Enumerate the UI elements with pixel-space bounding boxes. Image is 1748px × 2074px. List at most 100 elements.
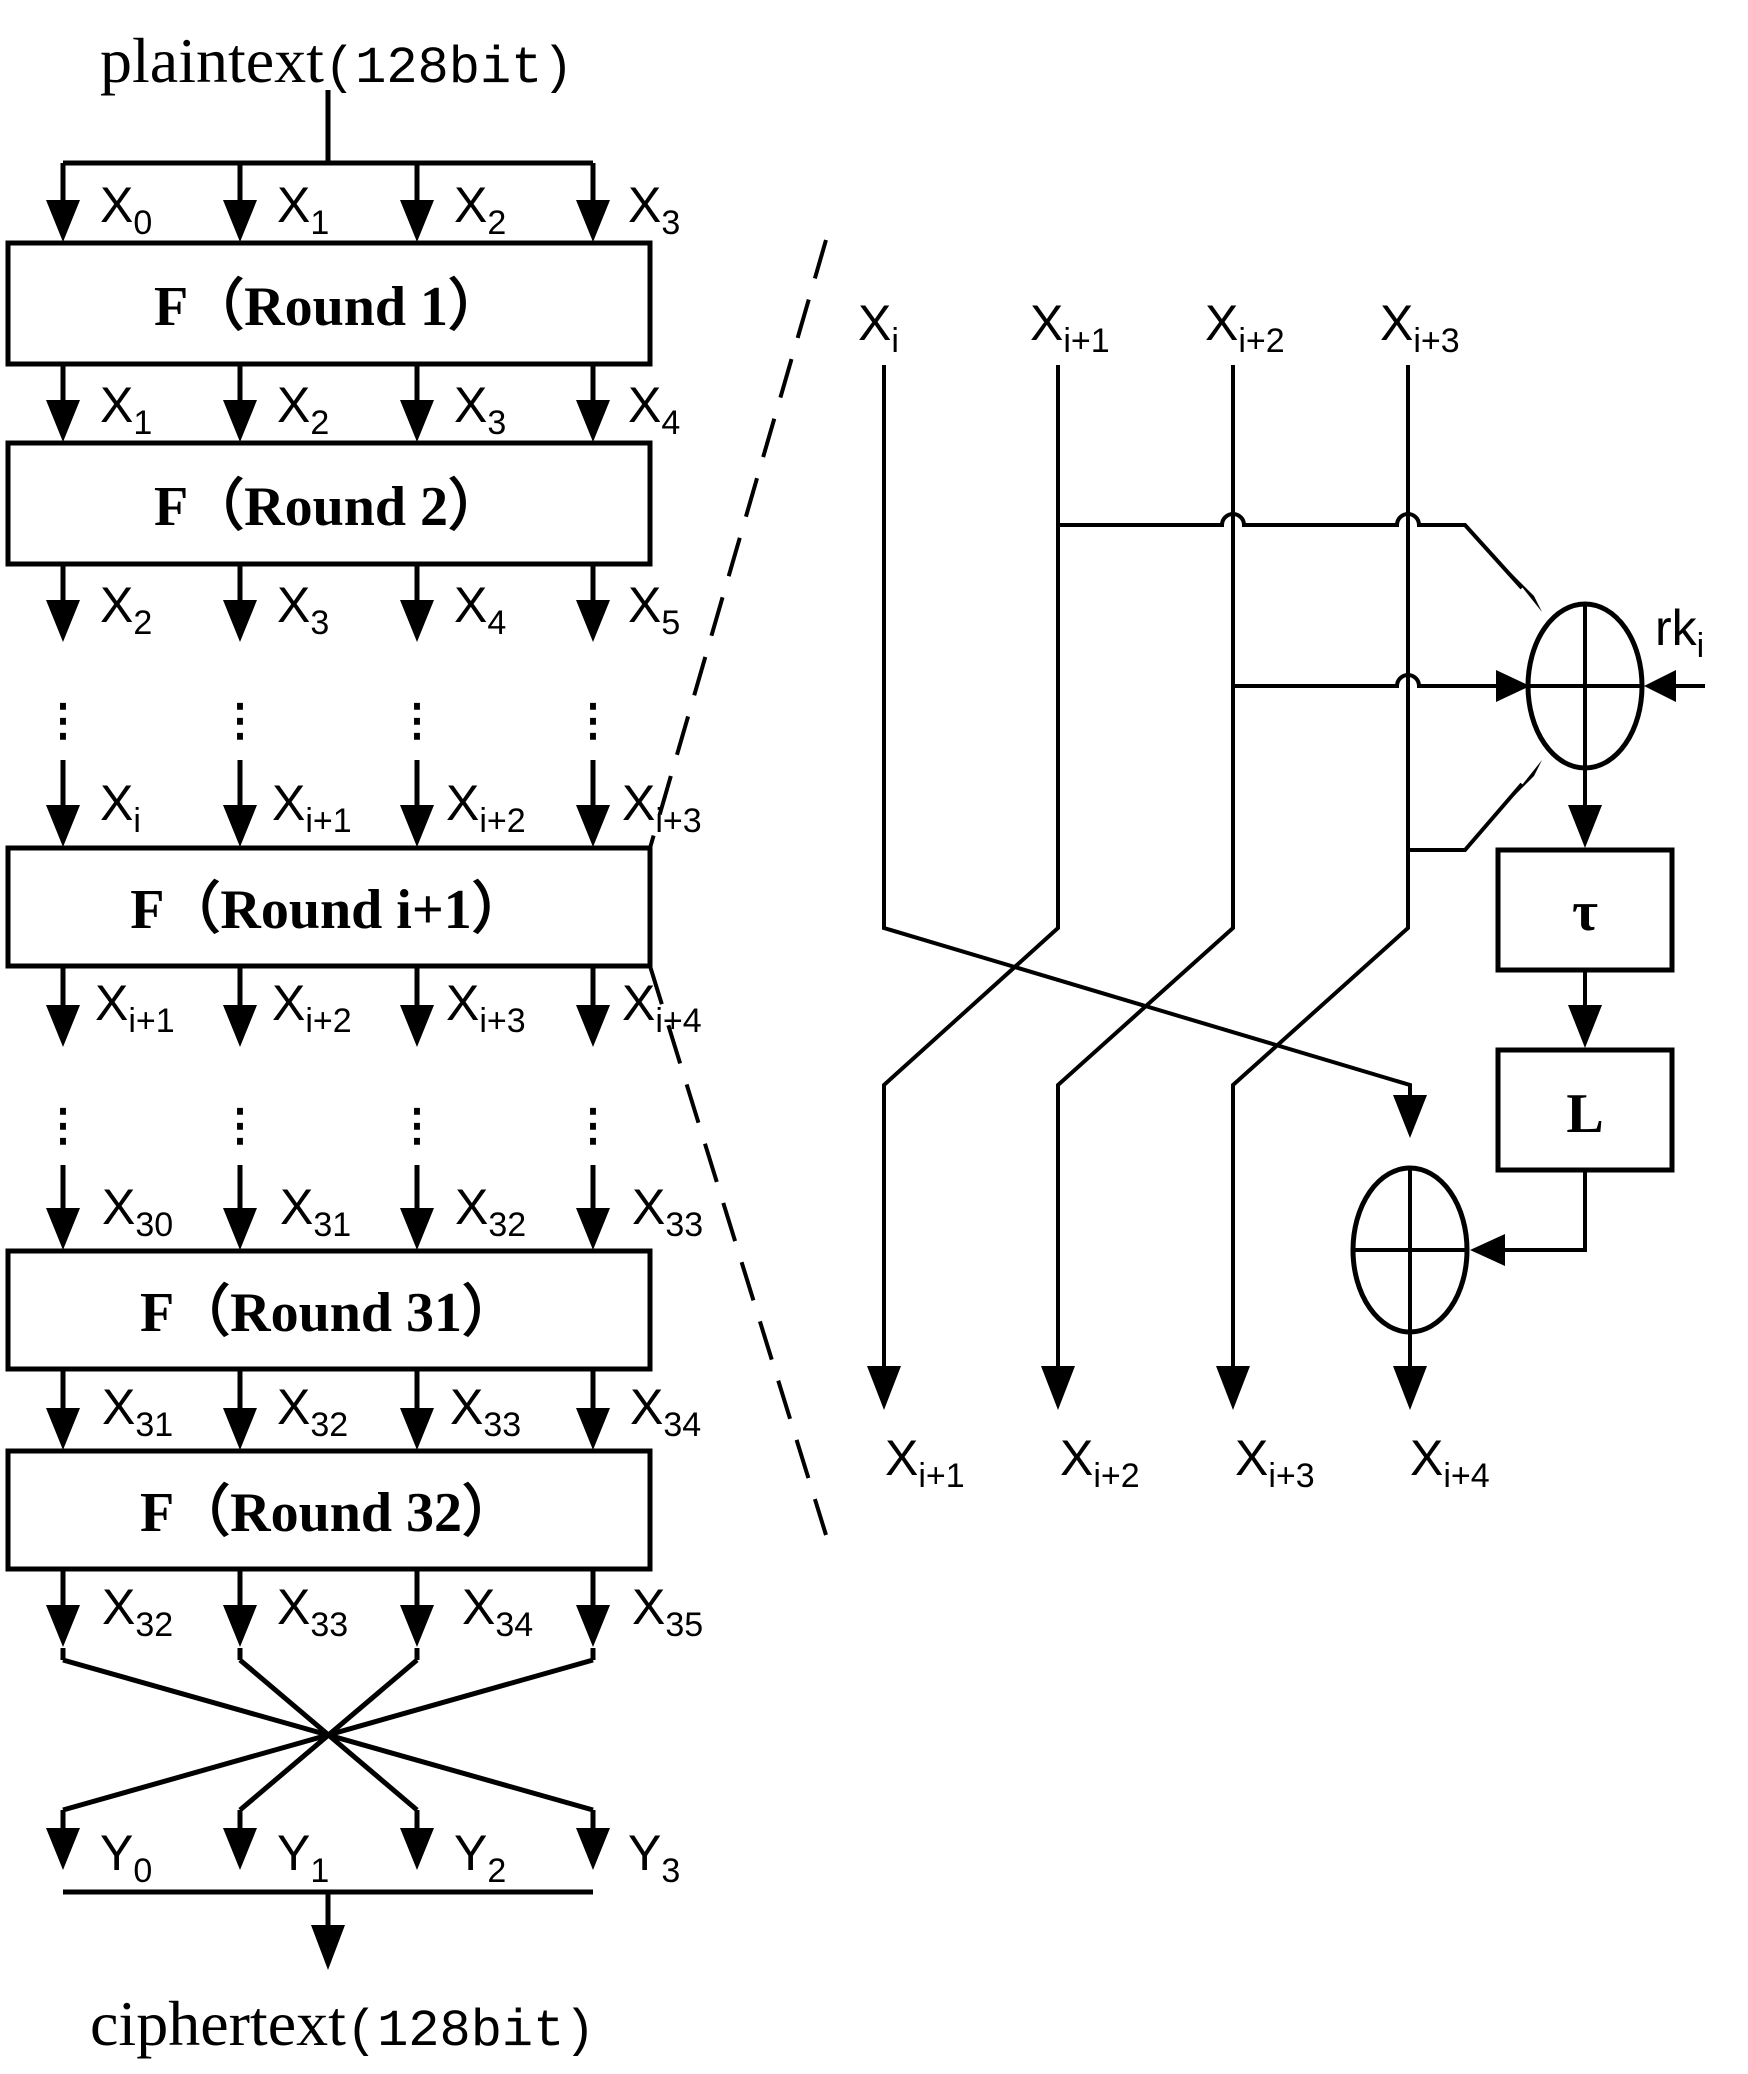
x-label: X31 xyxy=(280,1179,351,1244)
label-row-5: X30 X31 X32 X33 xyxy=(102,1179,703,1244)
ciphertext-arrow xyxy=(311,1925,345,1970)
tau-box xyxy=(1495,847,1675,973)
detail-top-label: Xi xyxy=(858,295,899,360)
x-label: X2 xyxy=(277,377,329,442)
zoom-dash-upper xyxy=(648,239,828,849)
round-1-box xyxy=(5,240,653,367)
svg-text:⋮: ⋮ xyxy=(218,696,262,745)
label-row-0: X0 X1 X2 X3 xyxy=(100,177,680,242)
xor-to-tau-arrow xyxy=(1568,805,1602,848)
y-label: Y3 xyxy=(628,1825,680,1890)
tau-label: τ xyxy=(1572,881,1598,943)
xor-output-arrow xyxy=(1393,1366,1427,1410)
round-32-box xyxy=(5,1448,653,1572)
round-i-output-arrows xyxy=(46,966,610,1047)
x-label: X1 xyxy=(100,377,152,442)
x-label: X30 xyxy=(102,1179,173,1244)
svg-text:⋮: ⋮ xyxy=(41,696,85,745)
detail-bottom-label: Xi+1 xyxy=(885,1430,965,1495)
svg-text:⋮: ⋮ xyxy=(218,1101,262,1150)
x-label: Xi+4 xyxy=(622,975,702,1040)
detail-bottom-label: Xi+3 xyxy=(1235,1430,1315,1495)
x-label: X31 xyxy=(102,1379,173,1444)
round-1-label: F（Round 1） xyxy=(154,275,504,338)
detail-bottom-label: Xi+2 xyxy=(1060,1430,1140,1495)
pre-round-31-arrows xyxy=(46,1165,610,1250)
label-row-3: Xi Xi+1 Xi+2 Xi+3 xyxy=(100,775,702,840)
x-label: X33 xyxy=(450,1379,521,1444)
reverse-permutation-cross xyxy=(46,1648,610,1870)
y-label: Y0 xyxy=(100,1825,152,1890)
label-row-1: X1 X2 X3 X4 xyxy=(100,377,680,442)
l-to-xor-wire xyxy=(1498,1170,1587,1252)
x-label: X4 xyxy=(628,377,680,442)
x-label: X35 xyxy=(632,1579,703,1644)
x-label: Xi+1 xyxy=(272,775,352,840)
round-32-output-arrows xyxy=(46,1569,610,1647)
detail-branch-taps xyxy=(1058,512,1542,852)
round-2-label: F（Round 2） xyxy=(154,475,504,538)
x-label: X3 xyxy=(628,177,680,242)
x-label: Xi+1 xyxy=(95,975,175,1040)
x-label: X4 xyxy=(454,577,506,642)
round-31-box xyxy=(5,1248,653,1372)
svg-text:⋮: ⋮ xyxy=(395,696,439,745)
svg-text:⋮: ⋮ xyxy=(41,1101,85,1150)
y-label: Y2 xyxy=(454,1825,506,1890)
detail-top-label: Xi+3 xyxy=(1380,295,1460,360)
x-label: Xi+3 xyxy=(622,775,702,840)
x-label: X33 xyxy=(632,1179,703,1244)
ellipsis-row-1: ⋮ ⋮ ⋮ ⋮ xyxy=(41,696,615,745)
label-row-8: Y0 Y1 Y2 Y3 xyxy=(100,1825,680,1890)
pre-round-i-arrows xyxy=(46,760,610,847)
round-31-label: F（Round 31） xyxy=(140,1281,518,1344)
plaintext-label: plaintext(128bit) xyxy=(100,25,574,98)
label-row-6: X31 X32 X33 X34 xyxy=(102,1379,701,1444)
round-2-output-arrows xyxy=(46,564,610,642)
x-label: X0 xyxy=(100,177,152,242)
x-label: X32 xyxy=(277,1379,348,1444)
detail-top-labels: Xi Xi+1 Xi+2 Xi+3 xyxy=(858,295,1460,360)
y-label: Y1 xyxy=(277,1825,329,1890)
label-row-4: Xi+1 Xi+2 Xi+3 Xi+4 xyxy=(95,975,702,1040)
round-1-output-arrows xyxy=(46,364,610,442)
x-label: Xi xyxy=(100,775,141,840)
input-arrows xyxy=(46,163,610,242)
label-row-7: X32 X33 X34 X35 xyxy=(102,1579,703,1644)
detail-wires xyxy=(867,365,1427,1410)
round-2-box xyxy=(5,440,653,567)
svg-text:⋮: ⋮ xyxy=(571,1101,615,1150)
x-label: X32 xyxy=(455,1179,526,1244)
x-label: X2 xyxy=(100,577,152,642)
detail-bottom-labels: Xi+1 Xi+2 Xi+3 Xi+4 xyxy=(885,1430,1490,1495)
x-label: Xi+3 xyxy=(446,975,526,1040)
x-label: X2 xyxy=(454,177,506,242)
x-label: Xi+2 xyxy=(446,775,526,840)
x-label: X34 xyxy=(462,1579,533,1644)
x-label: X3 xyxy=(277,577,329,642)
round-i-plus-1-box xyxy=(5,845,653,969)
xor-round-key xyxy=(1525,601,1645,771)
x-label: X3 xyxy=(454,377,506,442)
zoom-dash-lower xyxy=(648,965,828,1536)
x-label: X32 xyxy=(102,1579,173,1644)
xor-output xyxy=(1350,1165,1470,1335)
detail-top-label: Xi+2 xyxy=(1205,295,1285,360)
round-32-label: F（Round 32） xyxy=(140,1481,518,1544)
x-label: X34 xyxy=(630,1379,701,1444)
label-row-2: X2 X3 X4 X5 xyxy=(100,577,680,642)
svg-text:⋮: ⋮ xyxy=(395,1101,439,1150)
round-key-label: rki xyxy=(1655,600,1704,665)
round-i-plus-1-label: F（Round i+1） xyxy=(130,878,528,941)
ellipsis-row-2: ⋮ ⋮ ⋮ ⋮ xyxy=(41,1101,615,1150)
detail-bottom-label: Xi+4 xyxy=(1410,1430,1490,1495)
round-key-arrow xyxy=(1644,670,1676,702)
x-label: Xi+2 xyxy=(272,975,352,1040)
x-label: X5 xyxy=(628,577,680,642)
l-box xyxy=(1495,1047,1675,1173)
round-31-output-arrows xyxy=(46,1369,610,1450)
l-to-xor-arrow xyxy=(1470,1234,1505,1266)
x-label: X33 xyxy=(277,1579,348,1644)
tau-to-l-arrow xyxy=(1568,1005,1602,1048)
